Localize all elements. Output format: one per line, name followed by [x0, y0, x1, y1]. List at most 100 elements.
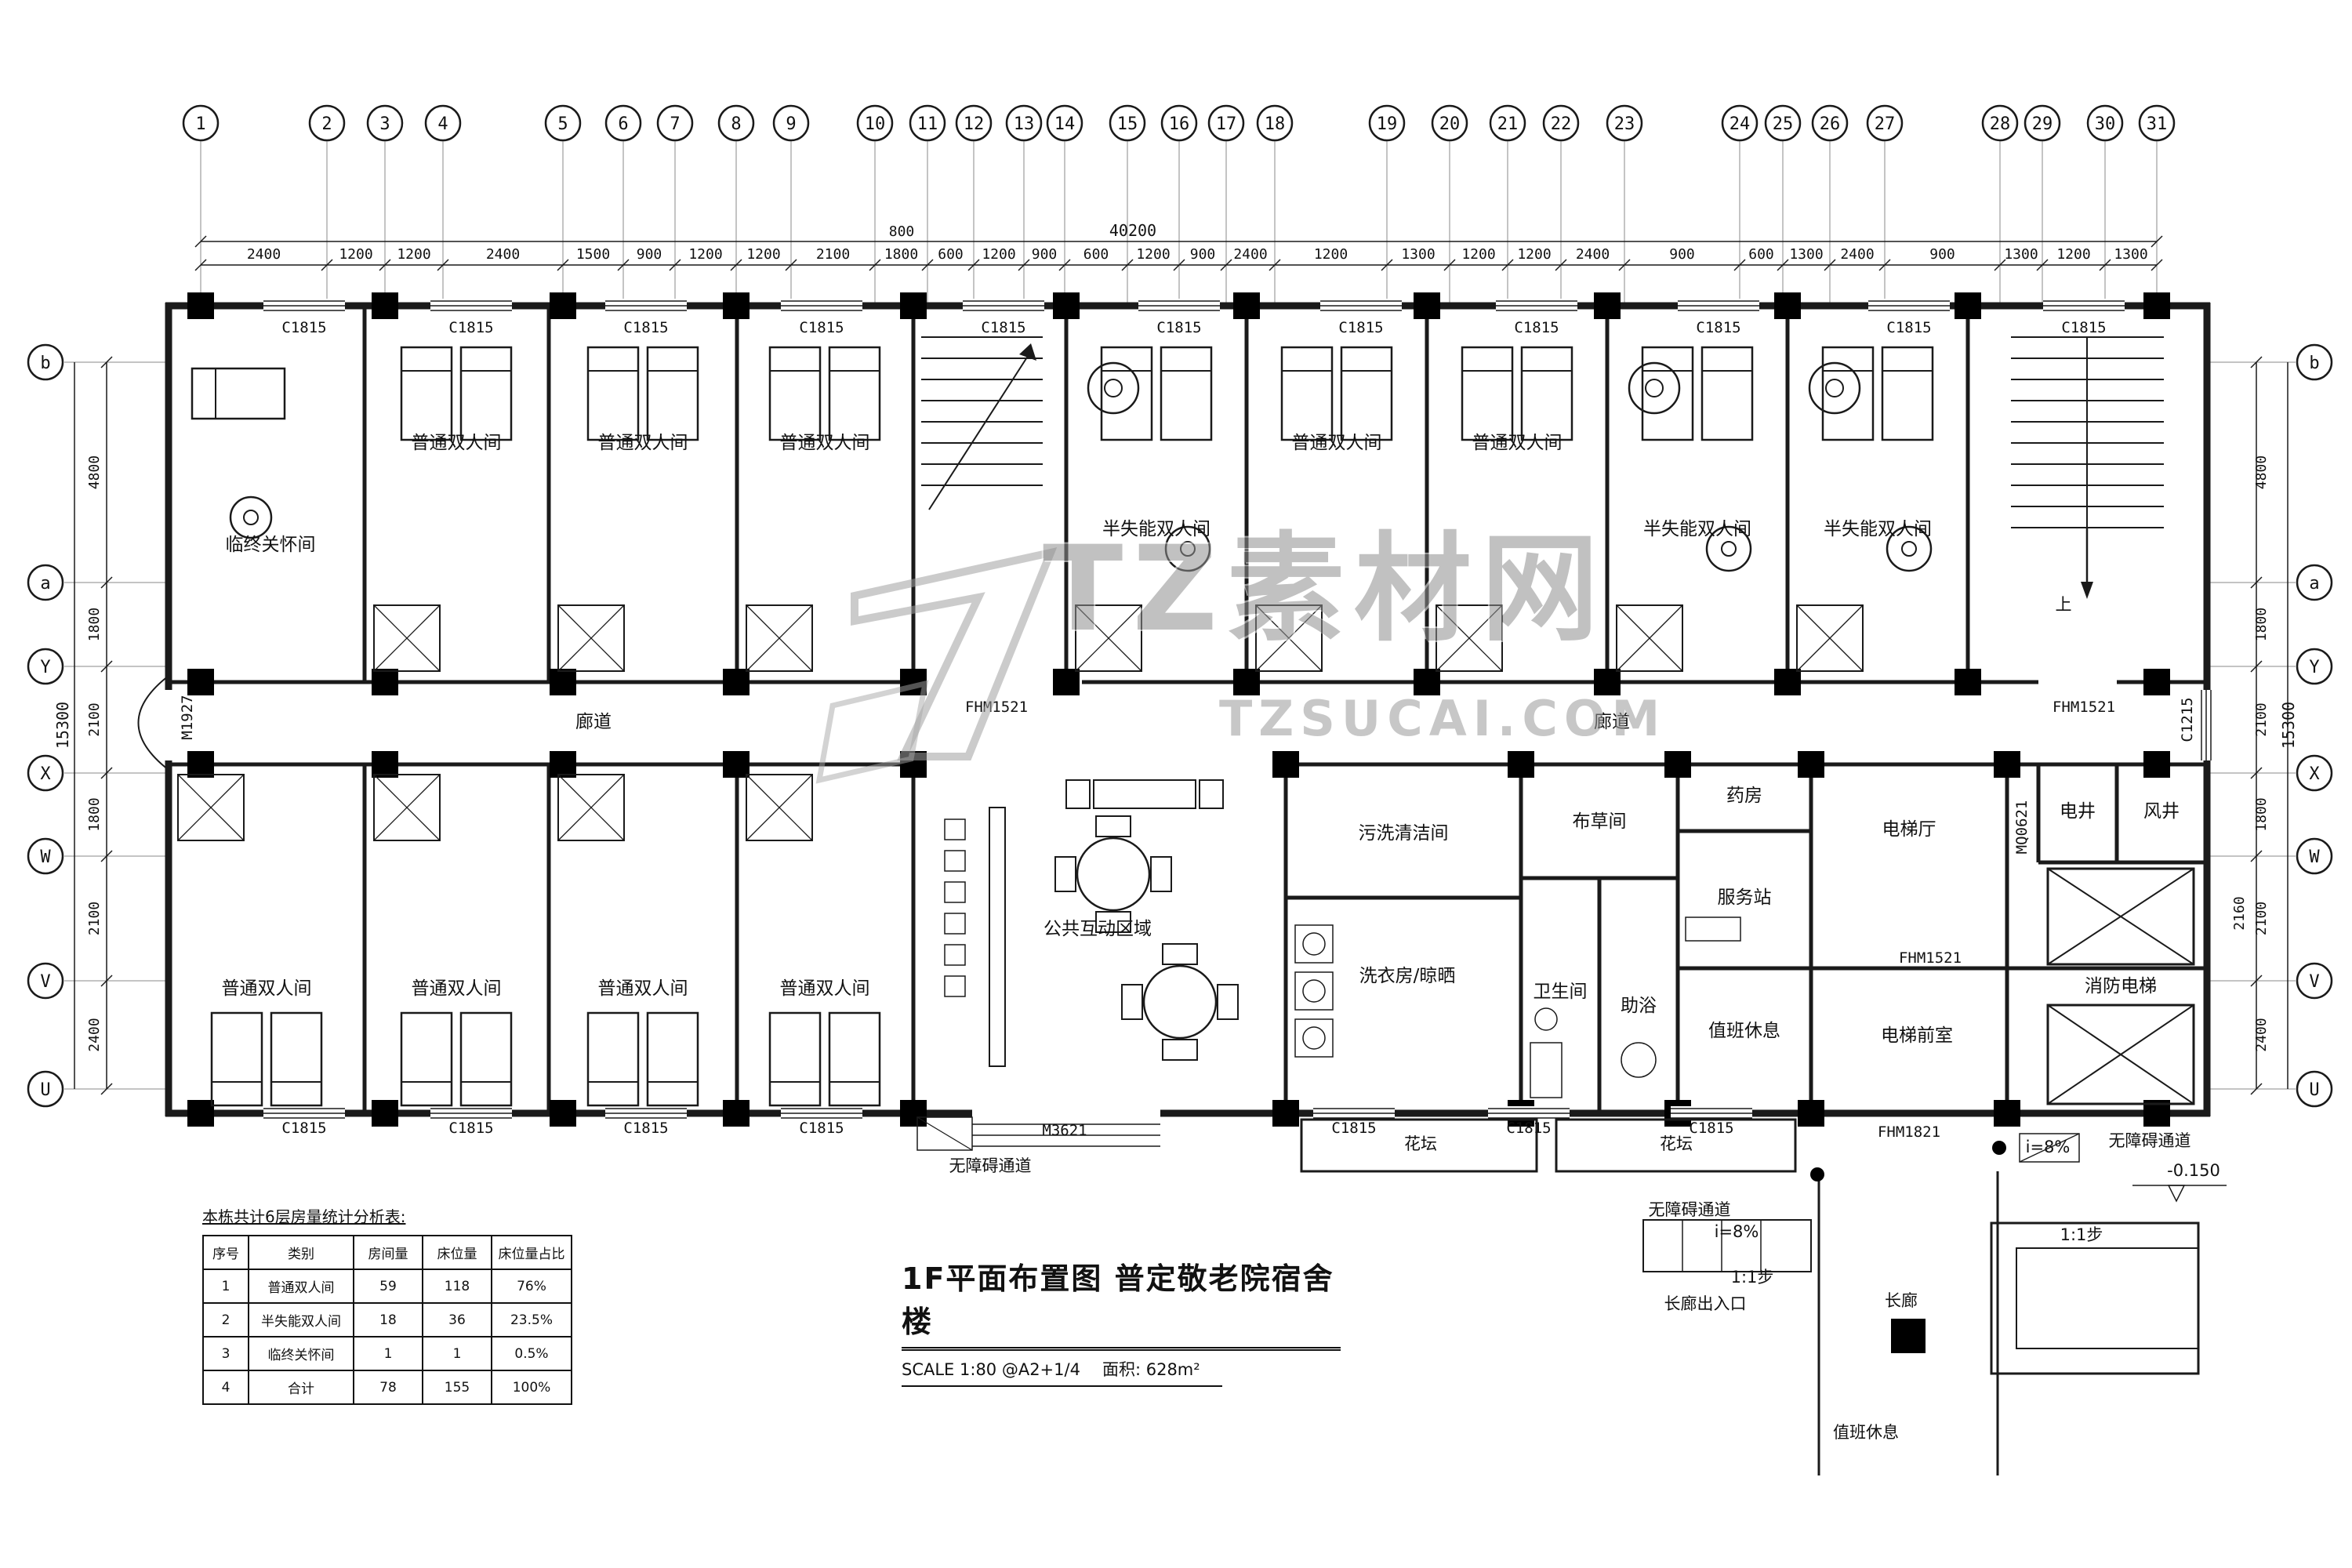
- dim-label: 1200: [1517, 246, 1551, 263]
- room-label: 半失能双人间: [1102, 519, 1210, 539]
- dim-label: 900: [1190, 246, 1216, 263]
- grid-bubble: 6: [618, 114, 628, 134]
- dim-label: 2400: [2253, 1018, 2270, 1051]
- room-label: 普通双人间: [412, 433, 502, 453]
- dim-label: 1800: [2253, 608, 2270, 641]
- dim-label: 600: [1083, 246, 1109, 263]
- grid-bubble: 20: [1439, 114, 1461, 134]
- room-label: 普通双人间: [1472, 433, 1563, 453]
- dim-total: 40200: [1109, 221, 1156, 240]
- dim-label: 1800: [86, 797, 103, 831]
- annotation-label: 1:1步: [2060, 1225, 2103, 1244]
- area-text: 面积: 628m²: [1102, 1360, 1200, 1379]
- stats-cell: 59: [353, 1269, 423, 1304]
- room-label: 药房: [1726, 786, 1762, 806]
- grid-bubble: 22: [1551, 114, 1572, 134]
- dim-label: 1800: [884, 246, 918, 263]
- window-label: C1815: [623, 1120, 668, 1137]
- annotation-label: 长廊出入口: [1664, 1294, 1747, 1313]
- dim-label: 2100: [2253, 902, 2270, 935]
- window-label: C1815: [1696, 319, 1740, 336]
- dim-label: 900: [1669, 246, 1695, 263]
- dim-label: 1200: [746, 246, 780, 263]
- dim-label: 1800: [2253, 797, 2270, 831]
- room-label: 电井: [2060, 801, 2096, 822]
- dim-label: 1200: [982, 246, 1015, 263]
- grid-bubble: X: [2309, 764, 2320, 784]
- stats-cell: 23.5%: [491, 1302, 572, 1338]
- annotation-label: -0.150: [2167, 1161, 2220, 1180]
- dim-label: 2400: [486, 246, 520, 263]
- grid-bubble: 12: [964, 114, 985, 134]
- annotation-label: 无障碍通道: [2109, 1131, 2191, 1150]
- window-label: C1815: [448, 1120, 493, 1137]
- dim-label: 2160: [2231, 896, 2248, 930]
- grid-bubble: 21: [1497, 114, 1519, 134]
- room-label: 布草间: [1573, 811, 1627, 832]
- stats-header: 床位量: [422, 1235, 492, 1270]
- dim-label: 1300: [2114, 246, 2147, 263]
- room-label: 服务站: [1718, 887, 1772, 908]
- dim-label: 600: [938, 246, 964, 263]
- window-label: C1815: [1689, 1120, 1733, 1137]
- room-label: 普通双人间: [780, 978, 870, 999]
- room-label: 卫生间: [1534, 982, 1588, 1002]
- dim-label: 2400: [1840, 246, 1874, 263]
- dim-label: 2400: [86, 1018, 103, 1051]
- exterior-layer: [916, 1116, 2227, 1475]
- grid-bubble: 3: [379, 114, 390, 134]
- grid-bubble: 18: [1265, 114, 1286, 134]
- grid-bubble: 14: [1054, 114, 1076, 134]
- door-label: M1927: [179, 695, 196, 739]
- stats-cell: 半失能双人间: [248, 1302, 354, 1338]
- room-label: 半失能双人间: [1824, 519, 1932, 539]
- stats-cell: 1: [422, 1336, 492, 1371]
- door-label: FHM1521: [2053, 699, 2115, 716]
- dim-label: 1300: [2004, 246, 2038, 263]
- stats-cell: 118: [422, 1269, 492, 1304]
- door-label: FHM1521: [965, 699, 1028, 716]
- dim-label: 900: [1929, 246, 1955, 263]
- dim-label: 2400: [1233, 246, 1267, 263]
- room-label: 廊道: [575, 712, 612, 732]
- door-label: MQ0621: [2013, 800, 2031, 855]
- stats-cell: 1: [202, 1269, 249, 1304]
- room-label: 电梯前室: [1881, 1025, 1953, 1046]
- dim-label: 2400: [1576, 246, 1610, 263]
- room-label: 普通双人间: [780, 433, 870, 453]
- furniture-layer: [177, 336, 2195, 1107]
- dim-label: 1200: [1314, 246, 1348, 263]
- grid-bubble: W: [40, 848, 51, 867]
- grid-bubble: V: [2309, 972, 2319, 992]
- annotation-label: 无障碍通道: [949, 1156, 1032, 1175]
- window-label: C1815: [281, 1120, 326, 1137]
- grid-bubble: 8: [731, 114, 741, 134]
- window-label: C1815: [981, 319, 1025, 336]
- grid-bubble: 19: [1377, 114, 1398, 134]
- room-label: 普通双人间: [598, 978, 688, 999]
- grid-bubble: 4: [437, 114, 448, 134]
- dim-label: 600: [1748, 246, 1774, 263]
- room-label: 洗衣房/晾晒: [1359, 966, 1456, 986]
- stats-cell: 0.5%: [491, 1336, 572, 1371]
- watermark-logo: [815, 547, 1058, 784]
- dim-label: 900: [1032, 246, 1058, 263]
- room-label: 廊道: [1594, 712, 1630, 732]
- stats-cell: 2: [202, 1302, 249, 1338]
- stats-header: 床位量占比: [491, 1235, 572, 1270]
- window-label: C1815: [281, 319, 326, 336]
- room-label: 普通双人间: [598, 433, 688, 453]
- room-label: 普通双人间: [222, 978, 312, 999]
- stats-cell: 78: [353, 1370, 423, 1405]
- window-label: C1815: [1156, 319, 1201, 336]
- room-label: 风井: [2143, 801, 2180, 822]
- room-label: 电梯厅: [1882, 819, 1936, 840]
- grid-bubble: 17: [1216, 114, 1237, 134]
- stats-cell: 4: [202, 1370, 249, 1405]
